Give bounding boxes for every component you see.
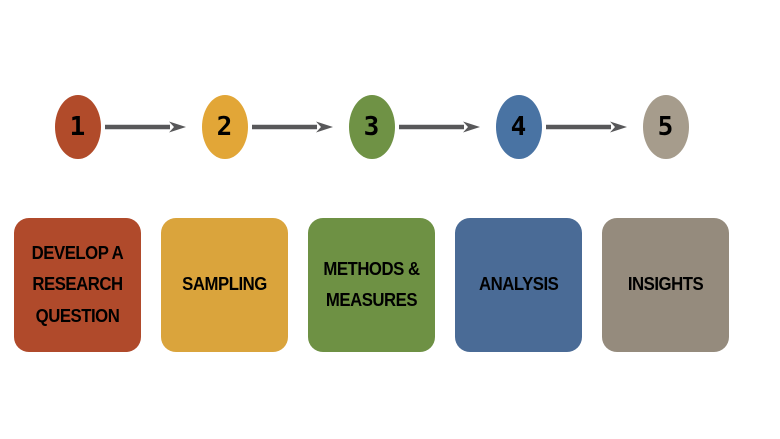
step-circle-3: 3: [348, 95, 395, 159]
step-column-2: 2: [161, 95, 288, 159]
step-circle-5: 5: [642, 95, 689, 159]
step-number-1: 1: [69, 112, 86, 142]
flow-arrow-icon: [546, 121, 627, 133]
flow-arrow-icon: [105, 121, 186, 133]
step-circles-row: 1 2 3 4 5: [14, 95, 729, 159]
step-column-4: 4: [455, 95, 582, 159]
step-number-4: 4: [510, 112, 527, 142]
step-column-1: 1: [14, 95, 141, 159]
step-circle-1: 1: [54, 95, 101, 159]
step-label: METHODS & MEASURES: [323, 258, 420, 311]
step-label: DEVELOP A RESEARCH QUESTION: [31, 242, 124, 326]
step-number-3: 3: [363, 112, 380, 142]
step-boxes-row: DEVELOP A RESEARCH QUESTION SAMPLING MET…: [14, 218, 729, 352]
step-box-insights: INSIGHTS: [602, 218, 729, 352]
step-box-methods-measures: METHODS & MEASURES: [308, 218, 435, 352]
step-box-develop-a-research-question: DEVELOP A RESEARCH QUESTION: [14, 218, 141, 352]
step-box-sampling: SAMPLING: [161, 218, 288, 352]
step-label: SAMPLING: [182, 274, 267, 295]
flow-arrow-icon: [252, 121, 333, 133]
step-circle-4: 4: [495, 95, 542, 159]
step-column-5: 5: [602, 95, 729, 159]
step-circle-2: 2: [201, 95, 248, 159]
step-label: ANALYSIS: [478, 274, 559, 295]
step-column-3: 3: [308, 95, 435, 159]
step-number-5: 5: [657, 112, 674, 142]
step-box-analysis: ANALYSIS: [455, 218, 582, 352]
flow-arrow-icon: [399, 121, 480, 133]
step-number-2: 2: [216, 112, 233, 142]
step-label: INSIGHTS: [627, 274, 704, 295]
